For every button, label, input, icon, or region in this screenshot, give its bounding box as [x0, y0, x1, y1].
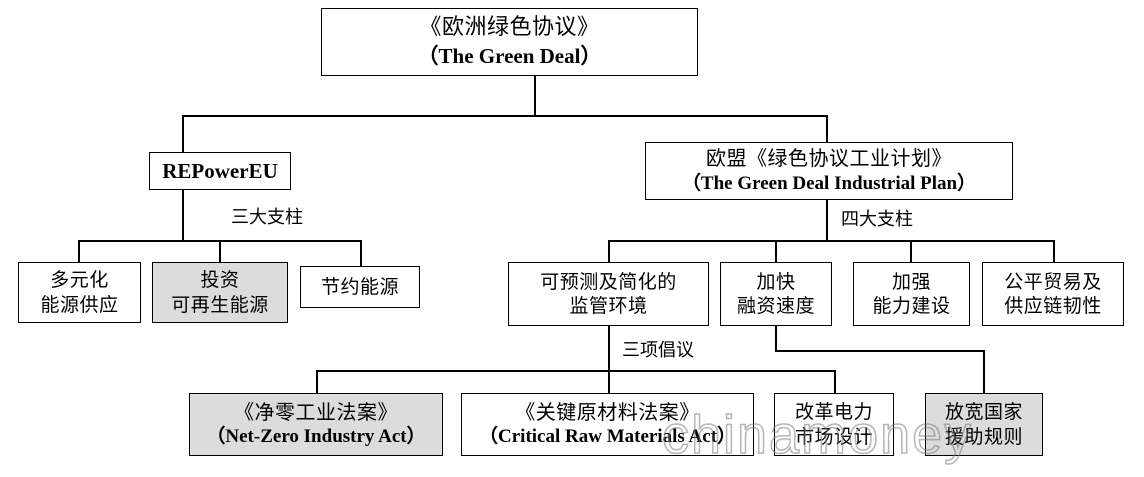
node-initiative-2-line2: （Critical Raw Materials Act）: [479, 426, 736, 448]
node-initiative-critical-raw-materials-act[interactable]: 《关键原材料法案》 （Critical Raw Materials Act）: [461, 393, 754, 456]
connector-right-pillar-2: [775, 240, 777, 262]
node-right-pillar-4-line2: 供应链韧性: [1004, 295, 1102, 317]
node-right-pillar-1[interactable]: 可预测及简化的 监管环境: [508, 262, 709, 326]
connector-left-pillar-2: [219, 240, 221, 262]
node-industrial-plan-line1: 欧盟《绿色协议工业计划》: [706, 146, 952, 171]
node-right-pillar-3[interactable]: 加强 能力建设: [853, 262, 970, 326]
node-left-pillar-1[interactable]: 多元化 能源供应: [18, 262, 141, 323]
node-right-pillar-3-line2: 能力建设: [872, 295, 951, 317]
connector-to-repowereu: [182, 115, 184, 152]
connector-right-pillar-1: [608, 240, 610, 262]
connector-industrial-plan-stem: [826, 200, 828, 242]
connector-initiatives-stem: [608, 326, 610, 372]
node-right-pillar-2-line2: 融资速度: [736, 295, 815, 317]
node-initiative-3-line1: 改革电力: [794, 401, 873, 424]
node-right-pillar-1-line2: 监管环境: [569, 295, 648, 317]
node-initiative-1-line2: （Net-Zero Industry Act）: [206, 426, 426, 448]
node-left-pillar-1-line2: 能源供应: [40, 293, 119, 316]
connector-finance-drop: [775, 326, 777, 352]
node-right-pillar-2-line1: 加快: [756, 270, 796, 293]
connector-initiative-1: [316, 370, 318, 393]
node-left-pillar-1-line1: 多元化: [50, 269, 109, 292]
node-initiative-4-line2: 援助规则: [944, 425, 1023, 448]
node-initiative-1-line1: 《净零工业法案》: [234, 399, 398, 424]
node-right-pillar-4-line1: 公平贸易及: [1004, 270, 1102, 293]
node-initiative-net-zero-industry-act[interactable]: 《净零工业法案》 （Net-Zero Industry Act）: [189, 393, 443, 456]
node-right-pillar-2[interactable]: 加快 融资速度: [720, 262, 832, 326]
node-repowereu[interactable]: REPowerEU: [149, 152, 291, 190]
connector-finance-jog: [775, 350, 985, 352]
connector-to-industrial-plan: [826, 115, 828, 142]
node-green-deal-line2: （The Green Deal）: [417, 43, 602, 68]
connector-right-pillar-bus: [608, 240, 1054, 242]
node-left-pillar-2-line2: 可再生能源: [171, 293, 269, 316]
connector-left-pillar-3: [360, 240, 362, 266]
node-initiative-4-line1: 放宽国家: [944, 401, 1023, 424]
connector-right-pillar-3: [910, 240, 912, 262]
node-initiative-power-market-reform[interactable]: 改革电力 市场设计: [774, 393, 894, 456]
connector-root-stem: [534, 76, 536, 116]
connector-right-pillar-4: [1053, 240, 1055, 262]
connector-left-pillar-1: [78, 240, 80, 262]
node-industrial-plan-line2: （The Green Deal Industrial Plan）: [681, 172, 977, 194]
node-left-pillar-3-line1: 节约能源: [320, 275, 399, 298]
node-repowereu-label: REPowerEU: [162, 158, 278, 183]
connector-initiative-2: [608, 370, 610, 393]
node-right-pillar-3-line1: 加强: [891, 270, 931, 293]
node-initiative-state-aid-rules[interactable]: 放宽国家 援助规则: [925, 393, 1043, 456]
connector-root-bus: [182, 115, 827, 117]
edge-label-three-pillars: 三大支柱: [228, 203, 306, 229]
connector-finance-to-stateaid: [983, 350, 985, 393]
edge-label-four-pillars: 四大支柱: [838, 205, 916, 231]
node-left-pillar-2-line1: 投资: [200, 269, 240, 292]
node-right-pillar-1-line1: 可预测及简化的: [540, 270, 677, 293]
node-initiative-3-line2: 市场设计: [794, 425, 873, 448]
node-right-pillar-4[interactable]: 公平贸易及 供应链韧性: [982, 262, 1124, 326]
connector-initiatives-bus: [316, 370, 836, 372]
node-green-deal-line1: 《欧洲绿色协议》: [419, 15, 600, 41]
node-left-pillar-2[interactable]: 投资 可再生能源: [152, 262, 288, 323]
node-initiative-2-line1: 《关键原材料法案》: [515, 399, 700, 424]
node-left-pillar-3[interactable]: 节约能源: [300, 266, 420, 308]
connector-initiative-3: [834, 370, 836, 393]
edge-label-three-initiatives: 三项倡议: [619, 336, 697, 362]
connector-repowereu-stem: [182, 190, 184, 242]
node-green-deal[interactable]: 《欧洲绿色协议》 （The Green Deal）: [321, 8, 698, 76]
node-industrial-plan[interactable]: 欧盟《绿色协议工业计划》 （The Green Deal Industrial …: [645, 142, 1013, 200]
